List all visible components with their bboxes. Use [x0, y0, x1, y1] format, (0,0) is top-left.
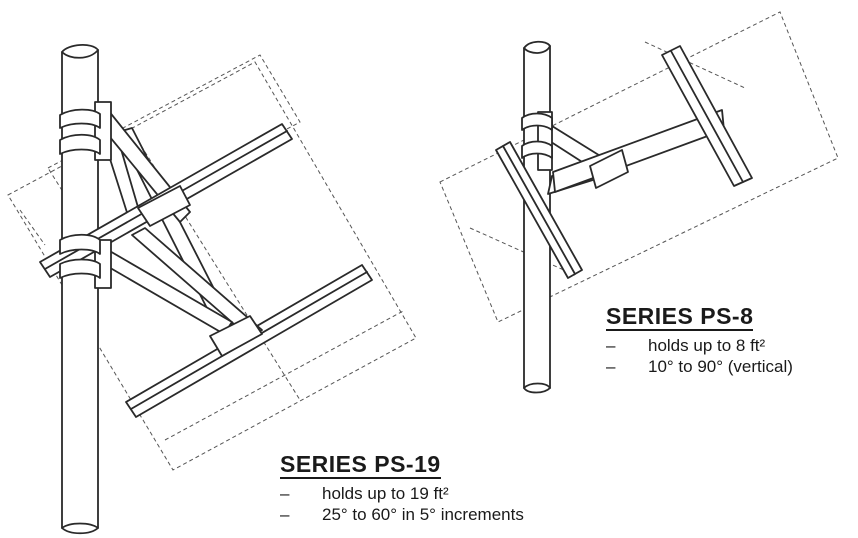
- ps19-spec-item: – 25° to 60° in 5° increments: [280, 505, 524, 525]
- ps19-rail-clamp-lower: [209, 315, 263, 357]
- ps19-panel-outline-front: [7, 61, 417, 471]
- ps19-angle-text: 25° to 60° in 5° increments: [322, 505, 524, 525]
- ps8-angle-text: 10° to 90° (vertical): [648, 357, 793, 377]
- ps19-rail-clamp-upper: [137, 185, 191, 227]
- ps8-spec-item: – 10° to 90° (vertical): [606, 357, 793, 377]
- ps8-panel-outline: [439, 11, 839, 323]
- ps8-spec-item: – holds up to 8 ft²: [606, 336, 766, 356]
- ps8-spec: SERIES PS-8 – holds up to 8 ft² – 10° to…: [606, 304, 793, 377]
- ps8-spec-list: – holds up to 8 ft² – 10° to 90° (vertic…: [606, 335, 793, 377]
- ps8-arms: [547, 109, 725, 195]
- ps8-rail-upper: [661, 45, 753, 187]
- ps8-title: SERIES PS-8: [606, 304, 754, 332]
- ps19-spec-item: – holds up to 19 ft²: [280, 484, 449, 504]
- ps19-spec-list: – holds up to 19 ft² – 25° to 60° in 5° …: [280, 483, 524, 525]
- ps19-spec: SERIES PS-19 – holds up to 19 ft² – 25° …: [280, 452, 524, 525]
- ps19-title: SERIES PS-19: [280, 452, 441, 480]
- ps8-pole-clamps: [521, 111, 553, 171]
- ps19-mount-drawing: [7, 44, 417, 535]
- ps8-rail-lower: [495, 141, 583, 279]
- ps19-pole-clamps: [59, 101, 112, 289]
- ps19-capacity-text: holds up to 19 ft²: [322, 484, 449, 504]
- ps19-pole: [61, 44, 99, 535]
- ps8-mount-drawing: [439, 11, 839, 394]
- ps8-capacity-text: holds up to 8 ft²: [648, 336, 766, 356]
